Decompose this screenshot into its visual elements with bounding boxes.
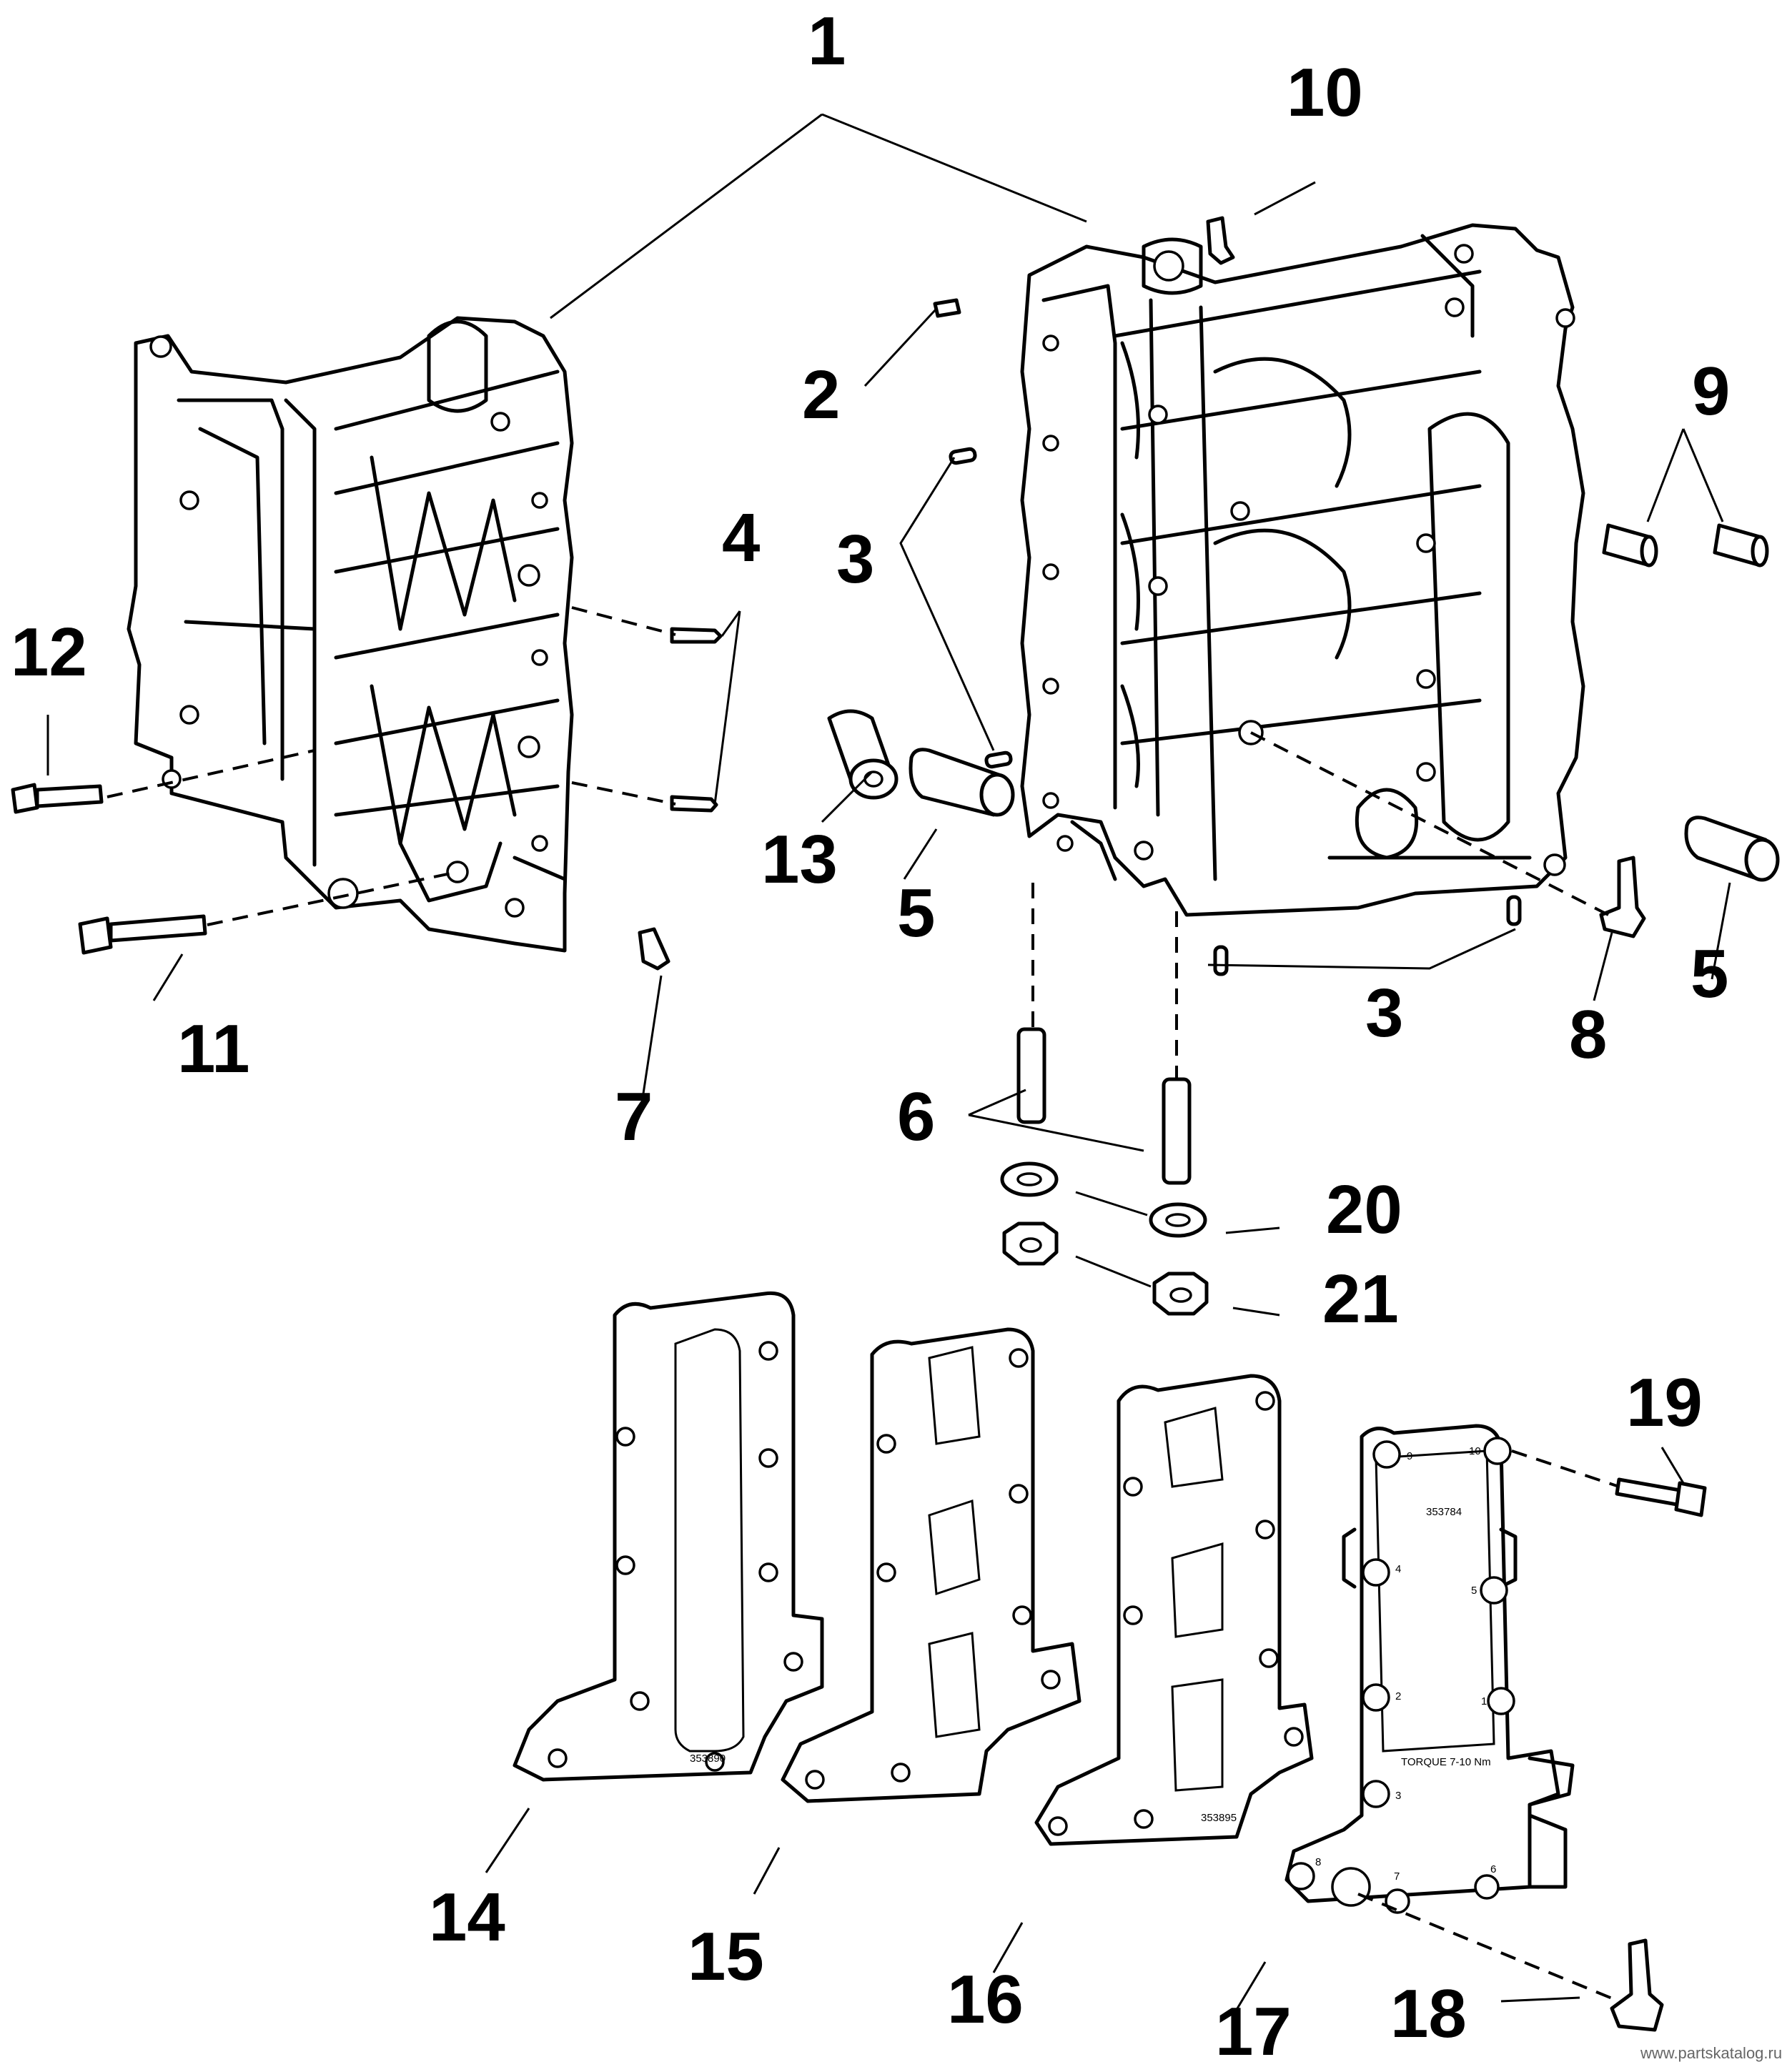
fitting-part-18 xyxy=(1610,1938,1664,2032)
callout-4: 4 xyxy=(722,500,760,576)
nuts-part-21 xyxy=(1002,1221,1209,1316)
plate-part-15 xyxy=(781,1327,1081,1803)
callout-18: 18 xyxy=(1390,1976,1467,2052)
callout-3-lower: 3 xyxy=(1365,975,1403,1051)
callout-15: 15 xyxy=(688,1918,764,1995)
leader-lines xyxy=(46,113,1731,2016)
sleeve-part-5-right xyxy=(1684,816,1780,882)
gasket-16-part-number: 353895 xyxy=(1201,1812,1237,1824)
callout-20: 20 xyxy=(1326,1171,1402,1248)
callout-21: 21 xyxy=(1322,1261,1399,1337)
crankcase-left-half xyxy=(127,316,574,953)
studs-part-4 xyxy=(670,627,723,813)
callout-6: 6 xyxy=(897,1079,935,1155)
bolt-sequence-3: 3 xyxy=(1395,1790,1401,1802)
assembly-dashed-lines xyxy=(107,606,1620,2003)
sleeve-part-5-left xyxy=(909,748,1015,817)
cover-part-number: 353784 xyxy=(1426,1506,1462,1518)
bolt-sequence-10: 10 xyxy=(1469,1445,1481,1457)
bolt-sequence-6: 6 xyxy=(1490,1863,1496,1875)
callout-1: 1 xyxy=(808,3,846,79)
cover-part-17: 353784 TORQUE 7-10 Nm 9 10 4 5 2 1 3 8 7… xyxy=(1284,1424,1575,1914)
bolt-sequence-7: 7 xyxy=(1394,1870,1400,1883)
dowel-pins-part-3 xyxy=(949,447,1522,976)
callout-16: 16 xyxy=(947,1961,1024,2038)
callout-7: 7 xyxy=(615,1079,653,1155)
bolt-sequence-4: 4 xyxy=(1395,1563,1401,1575)
callout-19: 19 xyxy=(1626,1364,1703,1441)
fitting-part-10 xyxy=(1206,216,1235,265)
bolt-sequence-9: 9 xyxy=(1407,1450,1412,1462)
callout-9: 9 xyxy=(1692,353,1730,430)
grommet-part-13 xyxy=(827,709,899,800)
callout-labels: 1 10 2 9 4 3 12 13 5 5 3 8 11 7 6 20 21 … xyxy=(11,3,1730,2070)
fitting-part-8 xyxy=(1599,856,1646,938)
callout-13: 13 xyxy=(761,821,838,898)
washers-part-20 xyxy=(1000,1161,1207,1238)
callout-17: 17 xyxy=(1215,1993,1292,2070)
callout-11: 11 xyxy=(177,1011,249,1087)
cylinder-block-right-half xyxy=(1020,223,1585,917)
bolt-part-19 xyxy=(1615,1477,1707,1517)
watermark: www.partskatalog.ru xyxy=(1640,2044,1782,2062)
bolt-sequence-2: 2 xyxy=(1395,1690,1401,1702)
pins-part-9 xyxy=(1602,523,1769,567)
callout-10: 10 xyxy=(1287,54,1363,131)
bolt-sequence-5: 5 xyxy=(1471,1585,1477,1597)
fitting-part-7 xyxy=(638,927,670,971)
callout-3-upper: 3 xyxy=(836,521,874,598)
callout-12: 12 xyxy=(11,614,87,690)
gasket-14-part-number: 353890 xyxy=(690,1753,726,1765)
bolt-part-12 xyxy=(11,783,104,814)
bolt-sequence-1: 1 xyxy=(1481,1695,1487,1707)
gasket-part-16: 353895 xyxy=(1034,1374,1314,1846)
studs-part-6 xyxy=(1016,1027,1192,1185)
callout-2: 2 xyxy=(802,357,840,433)
plug-part-2 xyxy=(933,298,961,318)
bolt-part-11 xyxy=(78,914,207,955)
gasket-part-14: 353890 xyxy=(513,1291,824,1782)
callout-5-left: 5 xyxy=(897,875,935,951)
cover-torque-spec: TORQUE 7-10 Nm xyxy=(1401,1756,1491,1768)
callout-8: 8 xyxy=(1569,996,1607,1073)
callout-5-right: 5 xyxy=(1691,936,1728,1012)
bolt-sequence-8: 8 xyxy=(1315,1856,1321,1868)
callout-14: 14 xyxy=(429,1879,505,1955)
